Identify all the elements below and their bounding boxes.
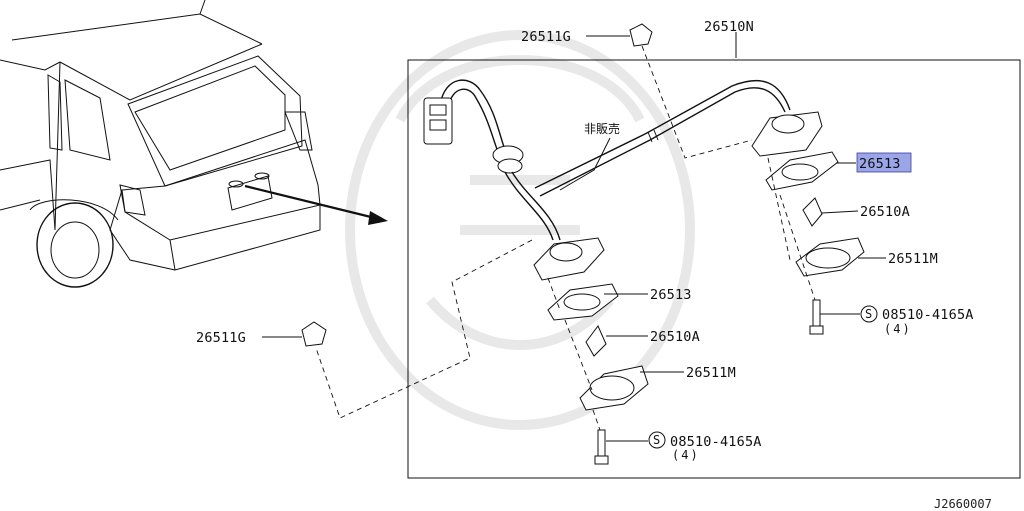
label-gasket-right[interactable]: 26513 — [859, 156, 901, 172]
label-clip-left[interactable]: 26511G — [196, 330, 246, 346]
watermark-emblem — [345, 30, 695, 430]
callout-labels: 26511G 26510N 非販売 26513 26510A 26511M S … — [196, 19, 992, 511]
lamp-assembly-right — [751, 111, 865, 335]
screw-mark-left-letter: S — [653, 433, 660, 447]
label-screw-left[interactable]: 08510-4165A — [670, 434, 762, 450]
label-screw-right-qty: (4) — [884, 322, 912, 336]
screw-mark-right-letter: S — [865, 307, 872, 321]
label-housing-right[interactable]: 26511M — [888, 251, 938, 267]
label-housing-left[interactable]: 26511M — [686, 365, 736, 381]
screw-mark-right — [860, 305, 878, 323]
assembly-dash-lines — [315, 45, 816, 431]
clip-top — [629, 23, 653, 47]
clip-left — [301, 321, 327, 347]
leader-lines — [262, 32, 886, 442]
label-screw-right[interactable]: 08510-4165A — [882, 307, 974, 323]
label-not-sold: 非販売 — [584, 121, 620, 136]
label-harness: 26510N — [704, 19, 754, 35]
label-gasket-left[interactable]: 26513 — [650, 287, 692, 303]
label-screw-left-qty: (4) — [672, 448, 700, 462]
detail-frame — [407, 59, 1021, 479]
label-clip-top: 26511G — [521, 29, 571, 45]
screw-mark-left — [648, 431, 666, 449]
lamp-assembly-left — [533, 237, 649, 465]
label-bulb-left[interactable]: 26510A — [650, 329, 700, 345]
vehicle-rear-illustration — [0, 0, 321, 288]
wire-harness — [423, 79, 791, 241]
diagram-code: J2660007 — [934, 497, 992, 511]
highlight-selected-part — [856, 152, 912, 173]
label-bulb-right[interactable]: 26510A — [860, 204, 910, 220]
pointer-arrow — [244, 184, 388, 225]
